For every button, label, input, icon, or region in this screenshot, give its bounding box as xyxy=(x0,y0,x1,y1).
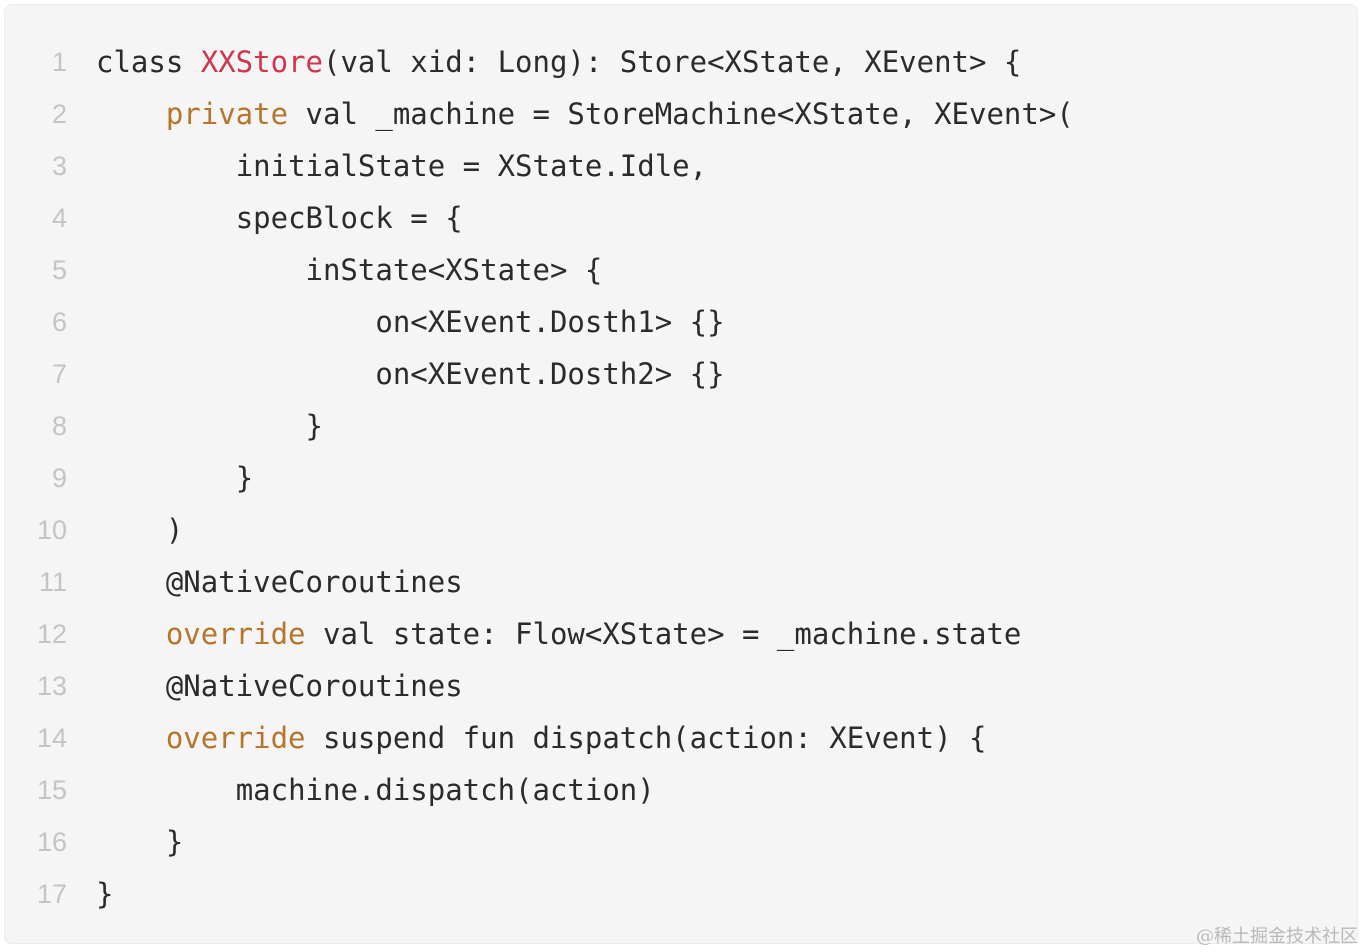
indent xyxy=(96,669,166,703)
indent xyxy=(96,97,166,131)
line-number: 16 xyxy=(36,827,67,857)
code-line: 6 on<XEvent.Dosth1> {} xyxy=(5,296,1357,348)
code-line: 12 override val state: Flow<XState> = _m… xyxy=(5,608,1357,660)
line-number: 15 xyxy=(36,775,67,805)
code-token-plain: class xyxy=(96,45,201,79)
code-token-plain: on<XEvent.Dosth1> {} xyxy=(375,305,725,339)
line-code: @NativeCoroutines xyxy=(96,556,463,608)
line-number: 1 xyxy=(51,47,67,77)
code-line: 7 on<XEvent.Dosth2> {} xyxy=(5,348,1357,400)
line-code: } xyxy=(96,816,183,868)
line-code: specBlock = { xyxy=(96,192,463,244)
line-code: } xyxy=(96,868,113,920)
code-token-plain: (val xid: Long): Store<XState, XEvent> { xyxy=(322,45,1022,79)
line-number: 3 xyxy=(51,151,67,181)
indent xyxy=(96,565,166,599)
code-line: 3 initialState = XState.Idle, xyxy=(5,140,1357,192)
line-number: 12 xyxy=(36,619,67,649)
indent xyxy=(96,513,166,547)
code-block: 1 class XXStore(val xid: Long): Store<XSt… xyxy=(4,4,1358,944)
code-token-classname: XXStore xyxy=(200,45,323,79)
line-code: initialState = XState.Idle, xyxy=(96,140,707,192)
line-number: 9 xyxy=(51,463,67,493)
code-line: 17} xyxy=(5,868,1357,920)
code-line: 4 specBlock = { xyxy=(5,192,1357,244)
watermark: @稀土掘金技术社区 xyxy=(1196,926,1358,947)
code-line: 5 inState<XState> { xyxy=(5,244,1357,296)
line-code: override val state: Flow<XState> = _mach… xyxy=(96,608,1022,660)
code-token-keyword: override xyxy=(165,617,306,651)
line-number: 5 xyxy=(51,255,67,285)
line-number: 2 xyxy=(51,99,67,129)
code-token-plain: specBlock = { xyxy=(235,201,463,235)
code-token-plain: val state: Flow<XState> = _machine.state xyxy=(305,617,1022,651)
indent xyxy=(96,461,236,495)
indent xyxy=(96,409,306,443)
line-code: } xyxy=(96,452,253,504)
code-line: 11 @NativeCoroutines xyxy=(5,556,1357,608)
code-token-keyword: private xyxy=(165,97,289,131)
code-token-plain: val _machine = StoreMachine<XState, XEve… xyxy=(288,97,1074,131)
line-number: 17 xyxy=(36,879,67,909)
indent xyxy=(96,825,166,859)
code-token-plain: on<XEvent.Dosth2> {} xyxy=(375,357,725,391)
indent xyxy=(96,773,236,807)
line-code: on<XEvent.Dosth1> {} xyxy=(96,296,725,348)
code-token-plain: inState<XState> { xyxy=(305,253,603,287)
line-number: 7 xyxy=(51,359,67,389)
line-code: inState<XState> { xyxy=(96,244,603,296)
code-line: 10 ) xyxy=(5,504,1357,556)
line-code: machine.dispatch(action) xyxy=(96,764,655,816)
code-token-plain: } xyxy=(96,877,114,911)
code-line: 13 @NativeCoroutines xyxy=(5,660,1357,712)
code-token-plain: suspend fun dispatch(action: XEvent) { xyxy=(305,721,987,755)
code-token-plain: } xyxy=(235,461,254,495)
indent xyxy=(96,305,375,339)
code-line: 8 } xyxy=(5,400,1357,452)
line-code: on<XEvent.Dosth2> {} xyxy=(96,348,725,400)
line-code: private val _machine = StoreMachine<XSta… xyxy=(96,88,1074,140)
code-line: 2 private val _machine = StoreMachine<XS… xyxy=(5,88,1357,140)
line-code: } xyxy=(96,400,323,452)
line-code: ) xyxy=(96,504,183,556)
code-lines: 1 class XXStore(val xid: Long): Store<XSt… xyxy=(5,36,1357,920)
code-token-keyword: override xyxy=(165,721,306,755)
indent xyxy=(96,149,236,183)
code-token-annotation: @NativeCoroutines xyxy=(165,669,463,703)
line-number: 11 xyxy=(38,567,67,597)
line-number: 6 xyxy=(51,307,67,337)
line-number: 8 xyxy=(51,411,67,441)
code-token-plain: machine.dispatch(action) xyxy=(235,773,655,807)
indent xyxy=(96,721,166,755)
indent xyxy=(96,617,166,651)
line-code: @NativeCoroutines xyxy=(96,660,463,712)
line-number: 13 xyxy=(36,671,67,701)
indent xyxy=(96,253,306,287)
line-code: override suspend fun dispatch(action: XE… xyxy=(96,712,987,764)
code-token-plain: } xyxy=(165,825,184,859)
code-token-plain: } xyxy=(305,409,323,443)
code-token-plain: ) xyxy=(165,513,184,547)
code-line: 14 override suspend fun dispatch(action:… xyxy=(5,712,1357,764)
code-line: 1 class XXStore(val xid: Long): Store<XSt… xyxy=(5,36,1357,88)
line-code: class XXStore(val xid: Long): Store<XSta… xyxy=(96,36,1021,88)
code-line: 15 machine.dispatch(action) xyxy=(5,764,1357,816)
indent xyxy=(96,357,375,391)
code-token-annotation: @NativeCoroutines xyxy=(165,565,463,599)
code-token-plain: initialState = XState.Idle, xyxy=(235,149,708,183)
line-number: 4 xyxy=(51,203,67,233)
line-number: 14 xyxy=(36,723,67,753)
code-line: 16 } xyxy=(5,816,1357,868)
line-number: 10 xyxy=(36,515,67,545)
code-line: 9 } xyxy=(5,452,1357,504)
indent xyxy=(96,201,236,235)
